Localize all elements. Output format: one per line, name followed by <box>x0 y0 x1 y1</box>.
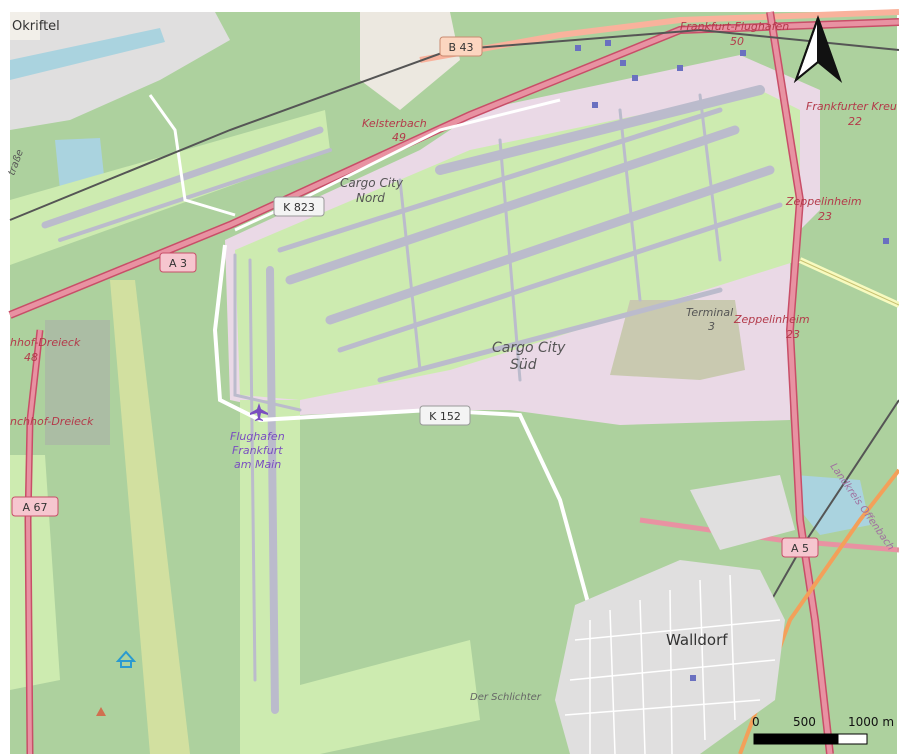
shield-a3: A 3 <box>159 252 197 273</box>
runway-northwest-grass <box>10 110 330 265</box>
industrial-area <box>45 320 110 445</box>
label-cargo-nord-2: Nord <box>356 191 385 205</box>
svg-text:K 152: K 152 <box>429 410 461 423</box>
secondary-road-edge <box>799 259 899 306</box>
airplane-icon <box>250 403 268 421</box>
scale-label-zero: 0 <box>752 715 760 729</box>
motorway-spur <box>639 517 899 553</box>
junction-zeppelinheim-top-num: 23 <box>818 210 832 223</box>
residential-east <box>690 475 795 550</box>
label-terminal-2: 3 <box>708 320 715 333</box>
okriftel-residential <box>10 12 230 130</box>
motorway-a3-fill <box>9 19 899 318</box>
airport-road <box>234 98 561 232</box>
place-walldorf: Walldorf <box>666 631 728 649</box>
shield-k823: K 823 <box>273 196 325 217</box>
walldorf-residential <box>555 560 785 754</box>
svg-text:K 823: K 823 <box>283 201 315 214</box>
scale-bar: 0 500 1000 m <box>752 715 894 745</box>
junction-zeppelinheim-top: Zeppelinheim <box>785 195 862 208</box>
river-main <box>10 28 165 80</box>
road-k823 <box>148 94 236 217</box>
svg-text:A 5: A 5 <box>791 542 809 555</box>
junction-hof-dreieck-top: hhof-Dreieck <box>10 336 81 349</box>
scale-label-end: 1000 m <box>848 715 894 729</box>
motorway-a67-fill <box>25 329 42 754</box>
urban-patch <box>10 12 40 40</box>
walldorf-streets <box>564 574 781 754</box>
terminal-3-area <box>610 300 745 380</box>
lake-east <box>795 475 870 535</box>
label-airport-1: Flughafen <box>230 430 285 443</box>
label-cargo-sud-2: Süd <box>510 357 537 373</box>
junction-ff-flughafen-num: 50 <box>730 35 744 48</box>
junction-hof-dreieck-top-num: 48 <box>24 351 38 364</box>
junction-zeppelinheim-bot: Zeppelinheim <box>733 313 810 326</box>
junction-hof-dreieck-bot: nchhof-Dreieck <box>10 415 94 428</box>
poi-markers <box>575 40 889 681</box>
svg-text:B 43: B 43 <box>448 41 473 54</box>
runway-network <box>41 85 783 714</box>
airfield-grass <box>235 90 800 400</box>
scale-label-mid: 500 <box>793 715 816 729</box>
junction-kelsterbach: Kelsterbach <box>362 117 427 130</box>
svg-text:A 67: A 67 <box>22 501 47 514</box>
shelter-icon <box>115 650 137 668</box>
ring-road <box>212 244 592 611</box>
clearing <box>300 640 480 754</box>
urban-area <box>360 12 460 110</box>
peak-icon <box>96 707 106 716</box>
junction-frankfurter-kreuz: Frankfurter Kreu <box>806 100 897 113</box>
motorway-a5-fill <box>767 11 833 754</box>
label-terminal-1: Terminal <box>686 306 733 319</box>
label-cargo-sud-1: Cargo City <box>492 340 566 356</box>
junction-kelsterbach-num: 49 <box>392 131 406 144</box>
shield-a5: A 5 <box>781 537 819 558</box>
svg-text:A 3: A 3 <box>169 257 187 270</box>
label-cargo-nord-1: Cargo City <box>340 176 404 190</box>
junction-ff-flughafen: Frankfurt-Flughafen <box>680 20 789 33</box>
shield-a67: A 67 <box>11 496 59 517</box>
powerline-corridor <box>110 280 190 754</box>
shield-k152: K 152 <box>419 405 471 426</box>
label-der-schlichter: Der Schlichter <box>470 692 542 703</box>
junction-zeppelinheim-bot-num: 23 <box>786 328 800 341</box>
shield-b43: B 43 <box>439 36 483 57</box>
place-okriftel: Okriftel <box>12 19 60 34</box>
label-airport-2: Frankfurt <box>232 444 283 457</box>
junction-frankfurter-kreuz-num: 22 <box>848 115 862 128</box>
north-arrow-icon <box>793 15 843 84</box>
label-airport-3: am Main <box>234 458 281 471</box>
